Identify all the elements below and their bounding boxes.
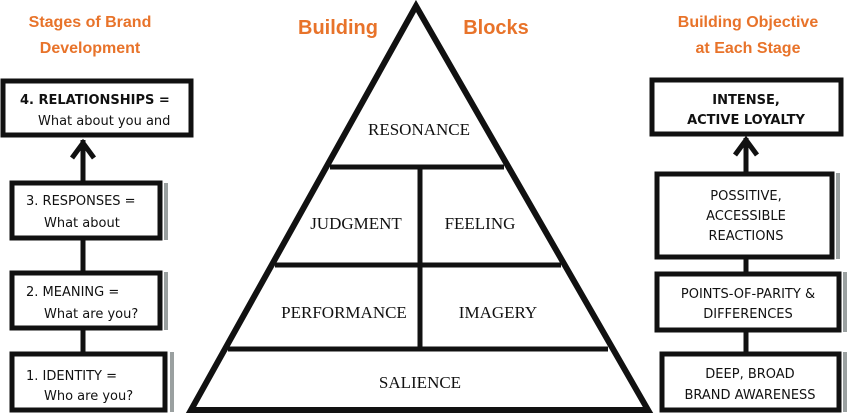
- stage-question: What are you?: [44, 307, 138, 322]
- stage-question: Who are you?: [44, 389, 133, 404]
- right-title-line2: at Each Stage: [696, 40, 801, 57]
- objective-line: DEEP, BROAD: [705, 367, 794, 382]
- left-title-line2: Development: [40, 40, 141, 57]
- objective-line: ACCESSIBLE: [706, 209, 786, 224]
- block-imagery: IMAGERY: [459, 303, 537, 322]
- objective-box-awareness: DEEP, BROAD BRAND AWARENESS: [659, 351, 847, 413]
- stage-question: What about you and: [38, 114, 170, 129]
- objective-box-parity: POINTS-OF-PARITY & DIFFERENCES: [654, 271, 847, 333]
- left-arrow-icon: [69, 138, 97, 160]
- objective-line: BRAND AWARENESS: [684, 388, 815, 403]
- objective-line: POSSITIVE,: [710, 189, 781, 204]
- objective-line: POINTS-OF-PARITY &: [681, 287, 815, 302]
- objective-line: ACTIVE LOYALTY: [687, 113, 805, 128]
- objective-box-loyalty: INTENSE, ACTIVE LOYALTY: [649, 77, 844, 137]
- stage-box-relationships: 4. RELATIONSHIPS = What about you and: [0, 78, 194, 138]
- stage-label: 2. MEANING =: [26, 285, 119, 300]
- stage-box-responses: 3. RESPONSES = What about: [9, 180, 168, 241]
- block-resonance: RESONANCE: [368, 120, 470, 139]
- stage-box-meaning: 2. MEANING = What are you?: [9, 270, 168, 331]
- stage-label: 4. RELATIONSHIPS =: [20, 93, 170, 108]
- objective-line: REACTIONS: [709, 229, 784, 244]
- block-judgment: JUDGMENT: [310, 214, 402, 233]
- block-feeling: FEELING: [445, 214, 516, 233]
- right-title-line1: Building Objective: [678, 14, 819, 31]
- objective-box-reactions: POSSITIVE, ACCESSIBLE REACTIONS: [654, 171, 840, 260]
- right-arrow-icon: [732, 135, 760, 157]
- block-salience: SALIENCE: [379, 373, 461, 392]
- stage-label: 3. RESPONSES =: [26, 194, 136, 209]
- objective-line: DIFFERENCES: [703, 307, 793, 322]
- stage-box-identity: 1. IDENTITY = Who are you?: [9, 351, 174, 413]
- left-title-line1: Stages of Brand: [29, 14, 152, 31]
- center-title-right: Blocks: [463, 17, 529, 39]
- pyramid: [185, 0, 654, 413]
- stage-label: 1. IDENTITY =: [26, 369, 117, 384]
- objective-line: INTENSE,: [712, 93, 780, 108]
- block-performance: PERFORMANCE: [281, 303, 407, 322]
- center-title-left: Building: [298, 17, 378, 39]
- stage-question: What about: [44, 216, 120, 231]
